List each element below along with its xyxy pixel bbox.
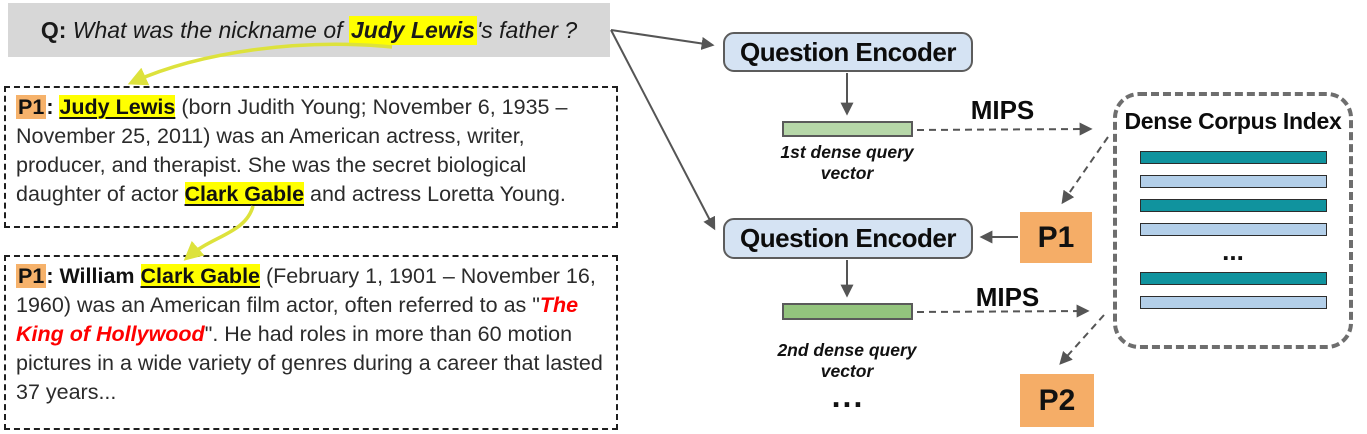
index-ellipsis: ... <box>1222 236 1244 266</box>
index-vector-bar-teal <box>1139 151 1327 164</box>
question-text: What was the nickname of <box>66 16 349 43</box>
mips-label-2: MIPS <box>975 282 1040 312</box>
passage1-entity-clark-gable: Clark Gable <box>184 182 305 206</box>
passage2-red-phrase: The King of Hollywood <box>16 293 579 346</box>
arrow-question-to-encoder2 <box>610 29 716 231</box>
index-vector-bar-light <box>1139 223 1327 236</box>
question-encoder-2-label: Question Encoder <box>740 223 956 253</box>
dense-query-vector-2 <box>782 303 913 320</box>
arrow-question-to-encoder1 <box>610 29 715 50</box>
dashed-arrow-index-to-p2 <box>1059 314 1105 365</box>
mips-label-1: MIPS <box>970 95 1035 125</box>
passage1-tail: and actress Loretta Young. <box>304 182 566 206</box>
passage2-label: P1 <box>16 264 47 288</box>
p1-node: P1 <box>1020 212 1092 263</box>
dashed-arrow-index-to-p1 <box>1061 136 1109 205</box>
question-text-tail: 's father ? <box>476 16 578 43</box>
passage1-label: P1 <box>16 95 47 119</box>
question-box: Q: What was the nickname of Judy Lewis's… <box>8 3 610 57</box>
dense-corpus-index-box: Dense Corpus Index ... <box>1113 92 1353 349</box>
dense-corpus-index-title: Dense Corpus Index <box>1124 108 1342 134</box>
passage2-colon: : <box>46 264 60 288</box>
passage1-entity-judy-lewis: Judy Lewis <box>59 95 176 119</box>
passage2-tail: ". He had roles in more than 60 motion p… <box>16 322 603 404</box>
index-vector-bar-teal <box>1139 199 1327 212</box>
question-encoder-2-box: Question Encoder <box>723 218 973 259</box>
dense-query-vector-1 <box>782 121 913 137</box>
question-prefix: Q: <box>40 16 67 43</box>
question-encoder-1-box: Question Encoder <box>723 32 973 72</box>
dashed-arrow-mips1-to-index <box>916 122 1093 136</box>
passage1-colon: : <box>46 95 60 119</box>
question-encoder-1-label: Question Encoder <box>740 36 956 67</box>
index-bars: ... <box>1117 151 1349 309</box>
vector-1-caption: 1st dense query vector <box>780 142 914 183</box>
index-vector-bar-light <box>1139 296 1327 309</box>
passage-box-1: P1: Judy Lewis (born Judith Young; Novem… <box>4 86 618 228</box>
p2-node: P2 <box>1020 374 1094 427</box>
passage1-body: (born Judith Young; November 6, 1935 – N… <box>16 95 568 206</box>
passage-box-2: P1: William Clark Gable (February 1, 190… <box>4 255 618 430</box>
index-vector-bar-light <box>1139 175 1327 188</box>
passage2-entity-clark-gable: Clark Gable <box>140 264 260 288</box>
bottom-ellipsis: ... <box>831 378 865 414</box>
vector-2-caption: 2nd dense query vector <box>777 340 917 381</box>
question-entity-highlight: Judy Lewis <box>348 15 477 45</box>
passage2-body: (February 1, 1901 – November 16, 1960) w… <box>16 264 596 317</box>
passage2-bold-name: William <box>59 264 141 288</box>
index-vector-bar-teal <box>1139 272 1327 285</box>
